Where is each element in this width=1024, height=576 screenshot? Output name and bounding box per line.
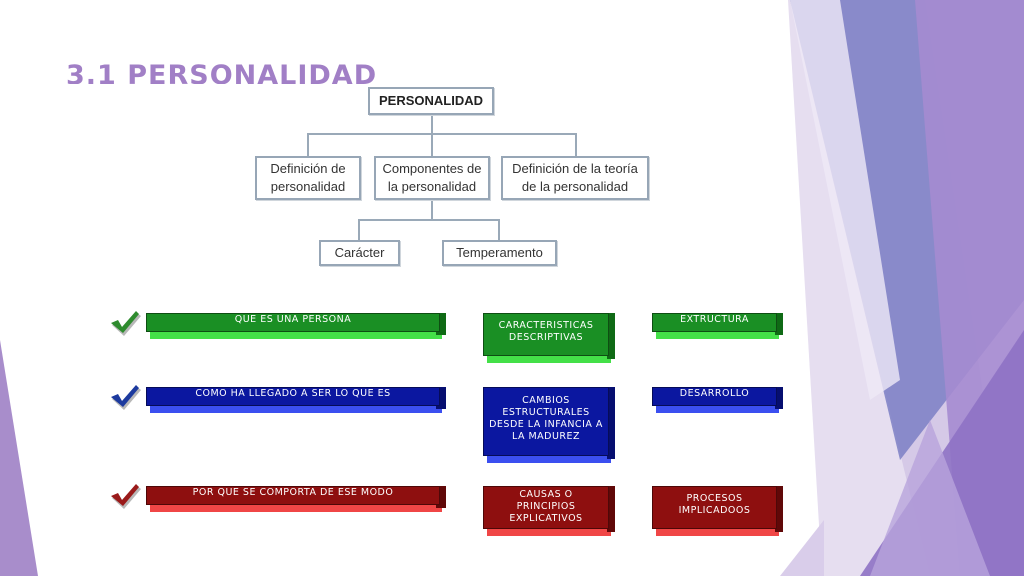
connector-level1-left — [307, 133, 309, 157]
row3-question-label: POR QUE SE COMPORTA DE ESE MODO — [192, 487, 394, 498]
row3-question-bar: POR QUE SE COMPORTA DE ESE MODO — [146, 486, 446, 512]
connector-level2-left — [358, 219, 360, 241]
slide-title: 3.1 PERSONALIDAD — [66, 60, 378, 84]
org-node-temperamento: Temperamento — [442, 240, 557, 266]
row2-question-label: COMO HA LLEGADO A SER LO QUE ES — [195, 388, 391, 399]
row2-middle-label: CAMBIOS ESTRUCTURALES DESDE LA INFANCIA … — [489, 394, 603, 442]
row1-question-bar: QUE ES UNA PERSONA — [146, 313, 446, 339]
row3-right-label: PROCESOS IMPLICADOOS — [678, 492, 751, 516]
connector-mid-down — [431, 199, 433, 219]
org-node-caracter: Carácter — [319, 240, 400, 266]
org-node-componentes: Componentes de la personalidad — [374, 156, 490, 200]
row2-right-bar: DESARROLLO — [652, 387, 783, 413]
org-node-root: PERSONALIDAD — [368, 87, 494, 115]
row2-right-label: DESARROLLO — [679, 388, 750, 399]
row1-question-label: QUE ES UNA PERSONA — [234, 314, 352, 325]
row1-right-label: EXTRUCTURA — [680, 314, 749, 325]
connector-level1-right — [575, 133, 577, 157]
connector-root-down — [431, 114, 433, 134]
checkmark-icon — [111, 385, 141, 410]
connector-level2-horizontal — [358, 219, 500, 221]
row2-question-bar: COMO HA LLEGADO A SER LO QUE ES — [146, 387, 446, 413]
checkmark-icon — [111, 484, 141, 509]
org-node-teoria: Definición de la teoría de la personalid… — [501, 156, 649, 200]
row3-middle-box: CAUSAS O PRINCIPIOS EXPLICATIVOS — [483, 486, 615, 536]
row1-middle-label: CARACTERISTICAS DESCRIPTIVAS — [498, 319, 594, 343]
row1-middle-box: CARACTERISTICAS DESCRIPTIVAS — [483, 313, 615, 363]
connector-level1-horizontal — [307, 133, 575, 135]
row3-right-bar: PROCESOS IMPLICADOOS — [652, 486, 783, 536]
connector-level2-right — [498, 219, 500, 241]
org-node-definicion: Definición de personalidad — [255, 156, 361, 200]
row2-middle-box: CAMBIOS ESTRUCTURALES DESDE LA INFANCIA … — [483, 387, 615, 463]
personality-org-chart: PERSONALIDAD Definición de personalidad … — [250, 82, 660, 272]
checkmark-icon — [111, 311, 141, 336]
row3-middle-label: CAUSAS O PRINCIPIOS EXPLICATIVOS — [509, 488, 583, 524]
connector-level1-mid — [431, 133, 433, 157]
row1-right-bar: EXTRUCTURA — [652, 313, 783, 339]
